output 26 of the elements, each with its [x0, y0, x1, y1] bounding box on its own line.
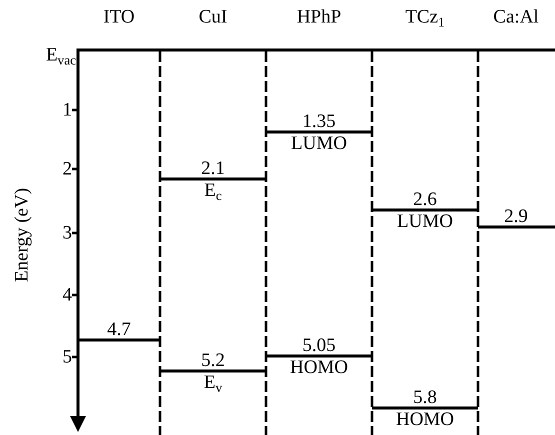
level-label: HOMO: [396, 410, 454, 429]
energy-value: 2.6: [413, 190, 437, 209]
level-label: LUMO: [397, 212, 453, 231]
energy-value: 5.05: [302, 336, 336, 355]
tick-label: 3: [62, 224, 72, 242]
column-heading: ITO: [103, 8, 135, 26]
energy-value: 2.1: [201, 159, 225, 178]
column-heading: TCz$_{1}$: [405, 8, 445, 26]
tick-label: 1: [62, 100, 72, 120]
level-label: LUMO: [291, 134, 347, 153]
vacuum-level-label: E$_{vac}$: [46, 46, 76, 64]
column-heading: HPhP: [296, 8, 342, 26]
column-heading: CuI: [198, 8, 228, 26]
energy-value: 4.7: [107, 320, 131, 339]
energy-value: 2.9: [504, 207, 528, 226]
level-label: E$_{c}$: [204, 181, 222, 200]
level-label: E$_{v}$: [204, 373, 222, 392]
energy-value: 5.8: [413, 388, 437, 407]
energy-value: 5.2: [201, 351, 225, 370]
energy-value: 1.35: [302, 112, 336, 131]
tick-label: 5: [62, 348, 72, 366]
axis-title: Energy (eV): [12, 188, 32, 282]
level-label: HOMO: [290, 358, 348, 377]
tick-label: 4: [62, 286, 72, 304]
tick-label: 2: [62, 160, 72, 178]
column-heading: Ca:Al: [493, 8, 539, 26]
